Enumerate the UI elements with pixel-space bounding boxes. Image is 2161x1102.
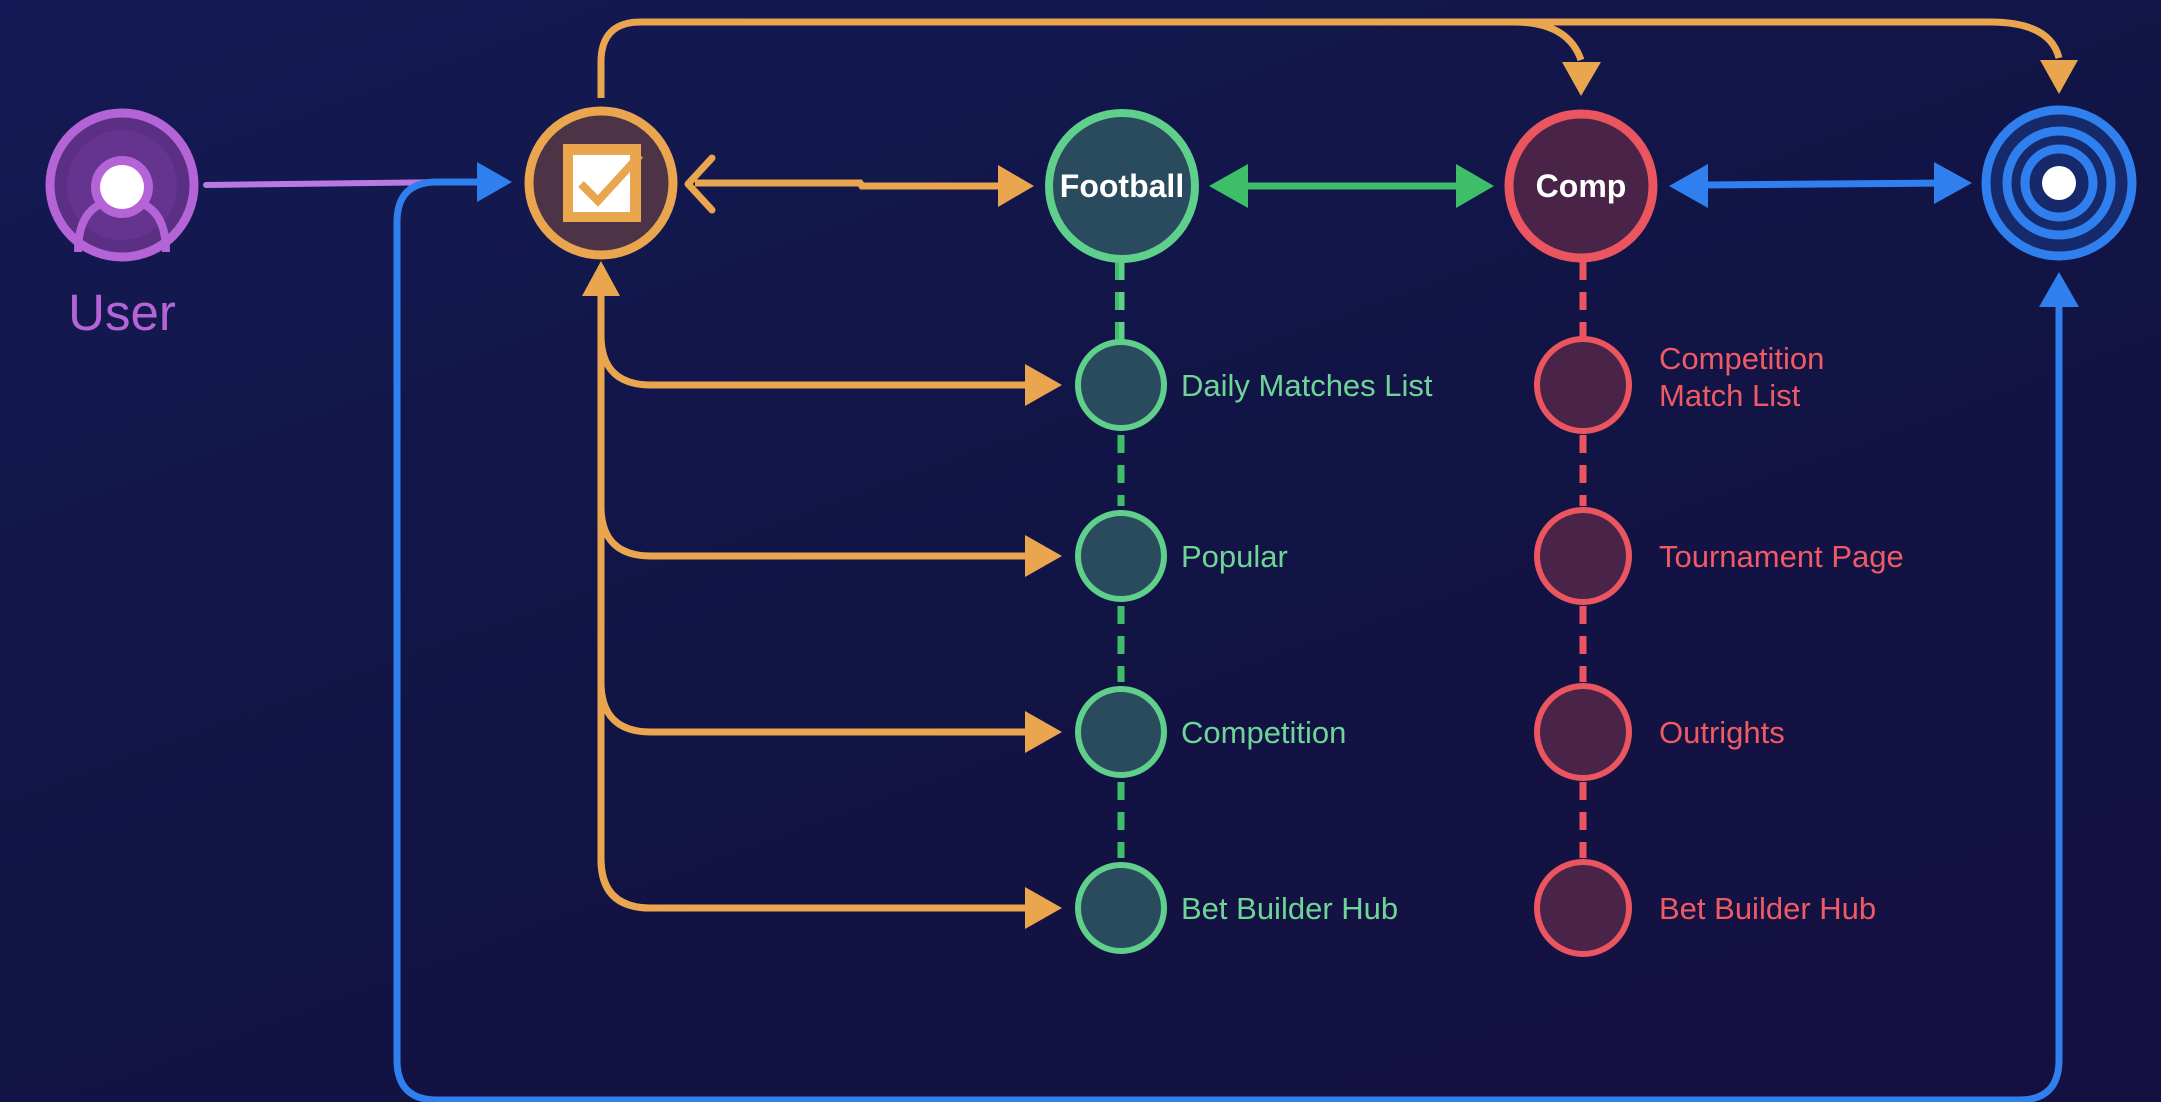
selector-football-connector bbox=[695, 179, 1000, 190]
football-page-label: Popular bbox=[1181, 539, 1288, 574]
selector-to-comp-arc bbox=[597, 18, 1585, 98]
comp-blue-arrowhead bbox=[1669, 164, 1708, 208]
target-blue-arrowhead bbox=[1934, 162, 1972, 204]
target-top-arrowhead bbox=[2040, 60, 2078, 94]
target-node[interactable] bbox=[1981, 105, 2137, 261]
comp-page-node[interactable] bbox=[1534, 683, 1632, 781]
branch-arrowhead bbox=[1025, 887, 1062, 929]
football-entry-arrowhead bbox=[998, 165, 1034, 207]
checkbox-icon bbox=[563, 144, 643, 222]
selector-branch bbox=[597, 334, 1030, 389]
football-page-node[interactable] bbox=[1075, 686, 1167, 778]
user-icon bbox=[67, 130, 177, 253]
user-to-selector-connector bbox=[203, 179, 458, 188]
football-page-chain bbox=[1115, 262, 1125, 858]
football-pages: Daily Matches ListPopularCompetitionBet … bbox=[1075, 339, 1433, 954]
comp-page-label: Tournament Page bbox=[1659, 539, 1904, 574]
comp-page-node[interactable] bbox=[1534, 859, 1632, 957]
comp-entry-arrowhead bbox=[1562, 62, 1601, 96]
target-entry-arrowhead bbox=[2039, 272, 2079, 307]
branch-arrowhead bbox=[1025, 711, 1062, 753]
football-page-node[interactable] bbox=[1075, 862, 1167, 954]
target-icon bbox=[2002, 126, 2116, 240]
branch-arrowhead bbox=[1025, 535, 1062, 577]
comp-page-node[interactable] bbox=[1534, 336, 1632, 434]
football-page-label: Bet Builder Hub bbox=[1181, 891, 1398, 926]
football-page-label: Competition bbox=[1181, 715, 1346, 750]
user-label: User bbox=[68, 284, 176, 341]
football-label: Football bbox=[1060, 168, 1184, 204]
selector-branches bbox=[597, 334, 1062, 929]
selector-back-arrowhead bbox=[684, 154, 716, 214]
football-page-node[interactable] bbox=[1075, 339, 1167, 431]
target-to-selector-loop bbox=[393, 178, 2063, 1102]
comp-label: Comp bbox=[1536, 168, 1627, 204]
comp-node[interactable]: Comp bbox=[1504, 109, 1658, 263]
comp-bidirectional-arrowhead bbox=[1456, 164, 1494, 208]
selector-branch bbox=[597, 681, 1030, 736]
comp-target-connector bbox=[1704, 179, 1945, 189]
selector-up-arrowhead bbox=[582, 261, 620, 296]
football-page-label: Daily Matches List bbox=[1181, 368, 1433, 403]
user-node[interactable] bbox=[45, 108, 199, 262]
comp-page-node[interactable] bbox=[1534, 507, 1632, 605]
selector-branch bbox=[597, 857, 1030, 912]
football-page-node[interactable] bbox=[1075, 510, 1167, 602]
comp-page-label: Bet Builder Hub bbox=[1659, 891, 1876, 926]
football-bidirectional-arrowhead bbox=[1209, 164, 1248, 208]
selector-to-target-arc bbox=[1514, 18, 2063, 60]
selector-branch bbox=[597, 505, 1030, 560]
selector-node[interactable] bbox=[524, 106, 678, 260]
selector-entry-arrowhead bbox=[477, 162, 512, 202]
branch-arrowhead bbox=[1025, 364, 1062, 406]
football-node[interactable]: Football bbox=[1045, 109, 1199, 263]
comp-page-label: Outrights bbox=[1659, 715, 1785, 750]
